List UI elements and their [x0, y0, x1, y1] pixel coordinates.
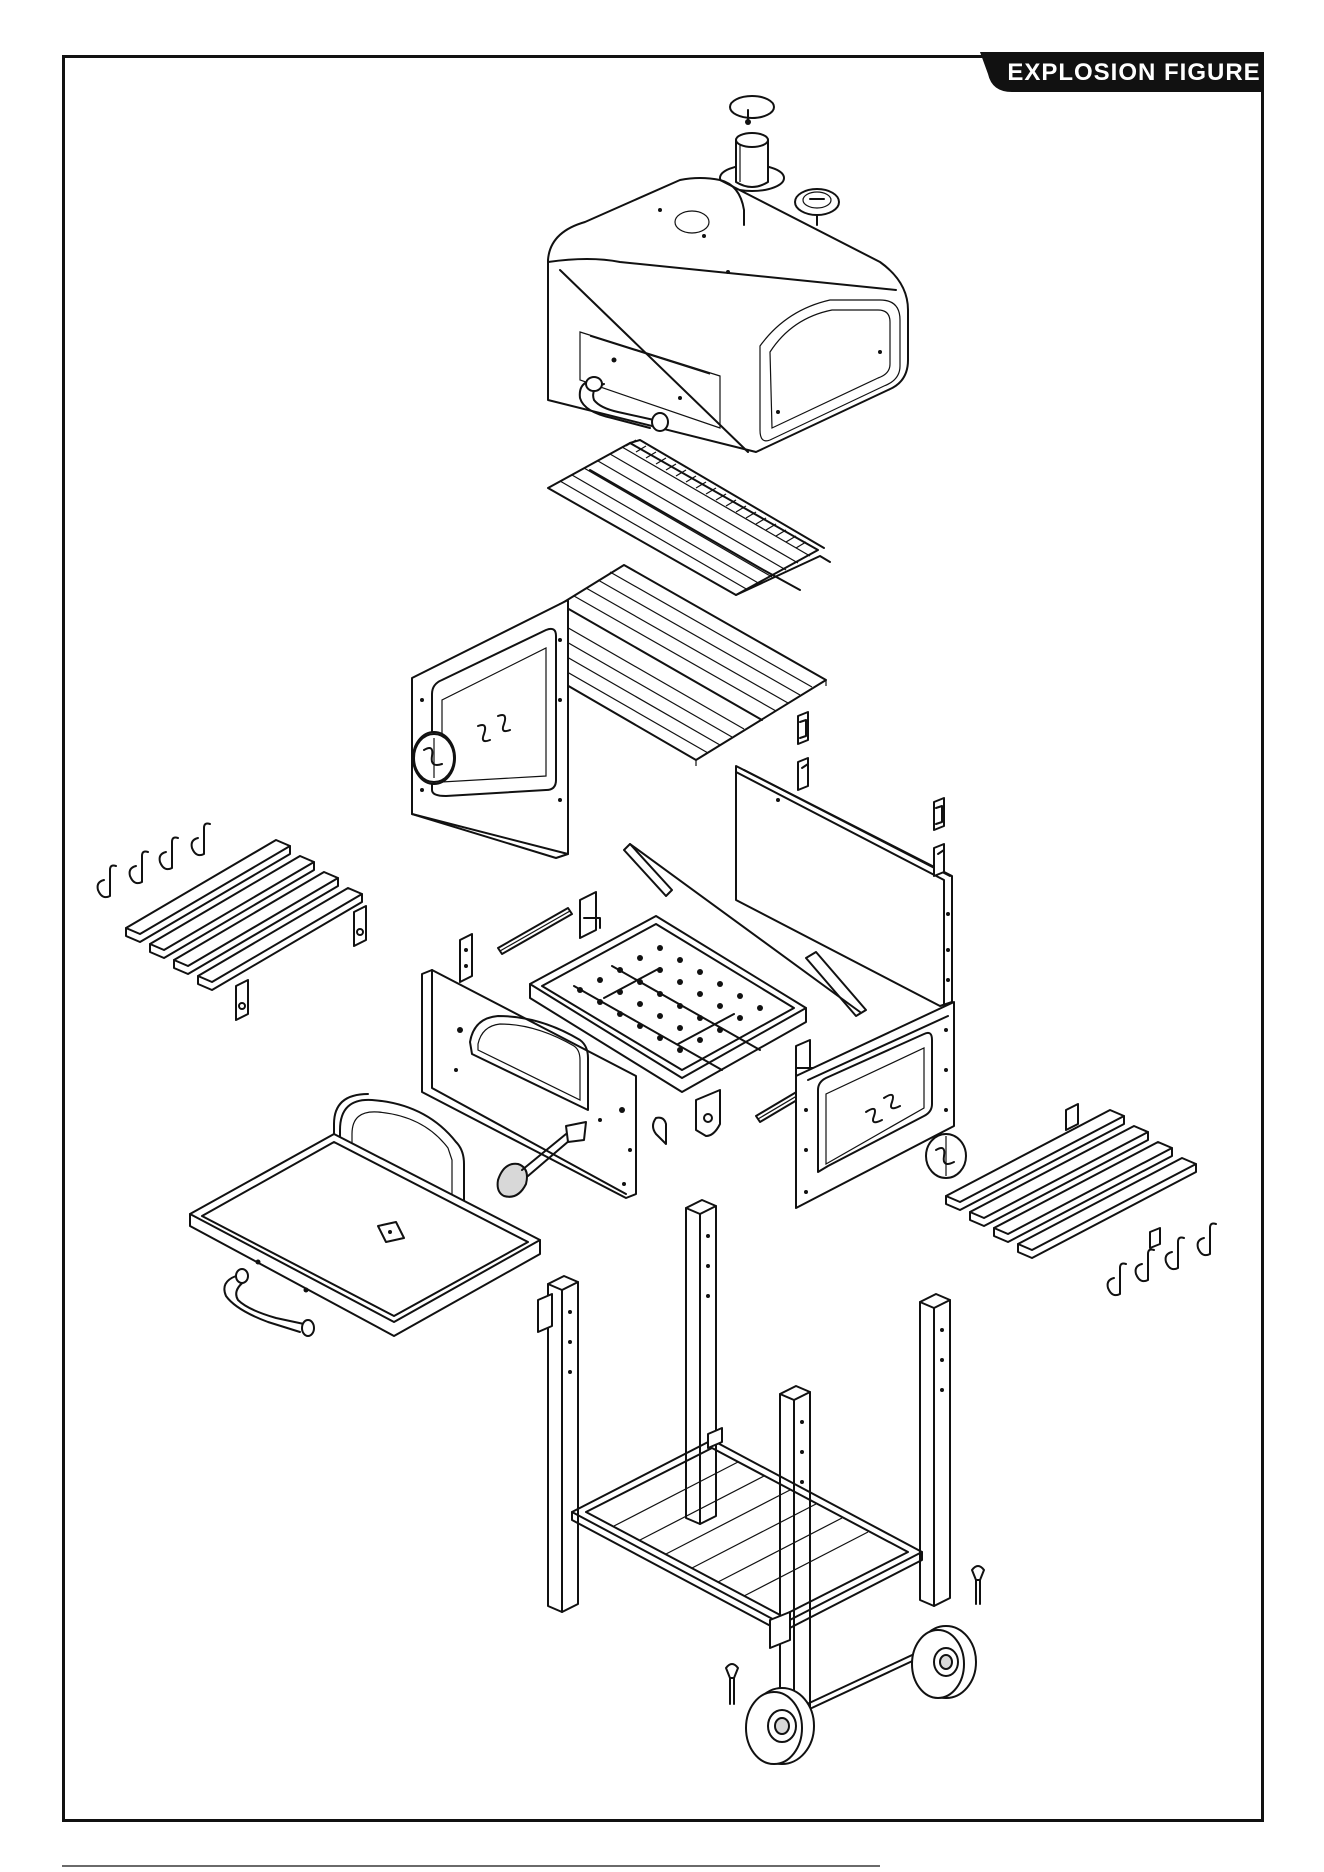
right-vent-disc [926, 1134, 966, 1178]
right-side-panel [796, 1002, 954, 1208]
wheel-left [746, 1688, 814, 1764]
right-tool-hooks [1108, 1224, 1216, 1296]
ash-drawer-handle [224, 1269, 314, 1336]
right-side-shelf [946, 1104, 1196, 1258]
left-tool-hooks [98, 824, 210, 898]
wheel-right [912, 1626, 976, 1698]
bottom-shelf [572, 1428, 922, 1648]
tray-support-left [498, 908, 572, 954]
leg-back-right [920, 1294, 950, 1606]
leg-front-left [538, 1276, 578, 1612]
leg-front-right [780, 1386, 810, 1722]
left-vent-disc [414, 734, 454, 782]
ash-drawer [190, 1134, 540, 1336]
back-panel [736, 766, 952, 1006]
